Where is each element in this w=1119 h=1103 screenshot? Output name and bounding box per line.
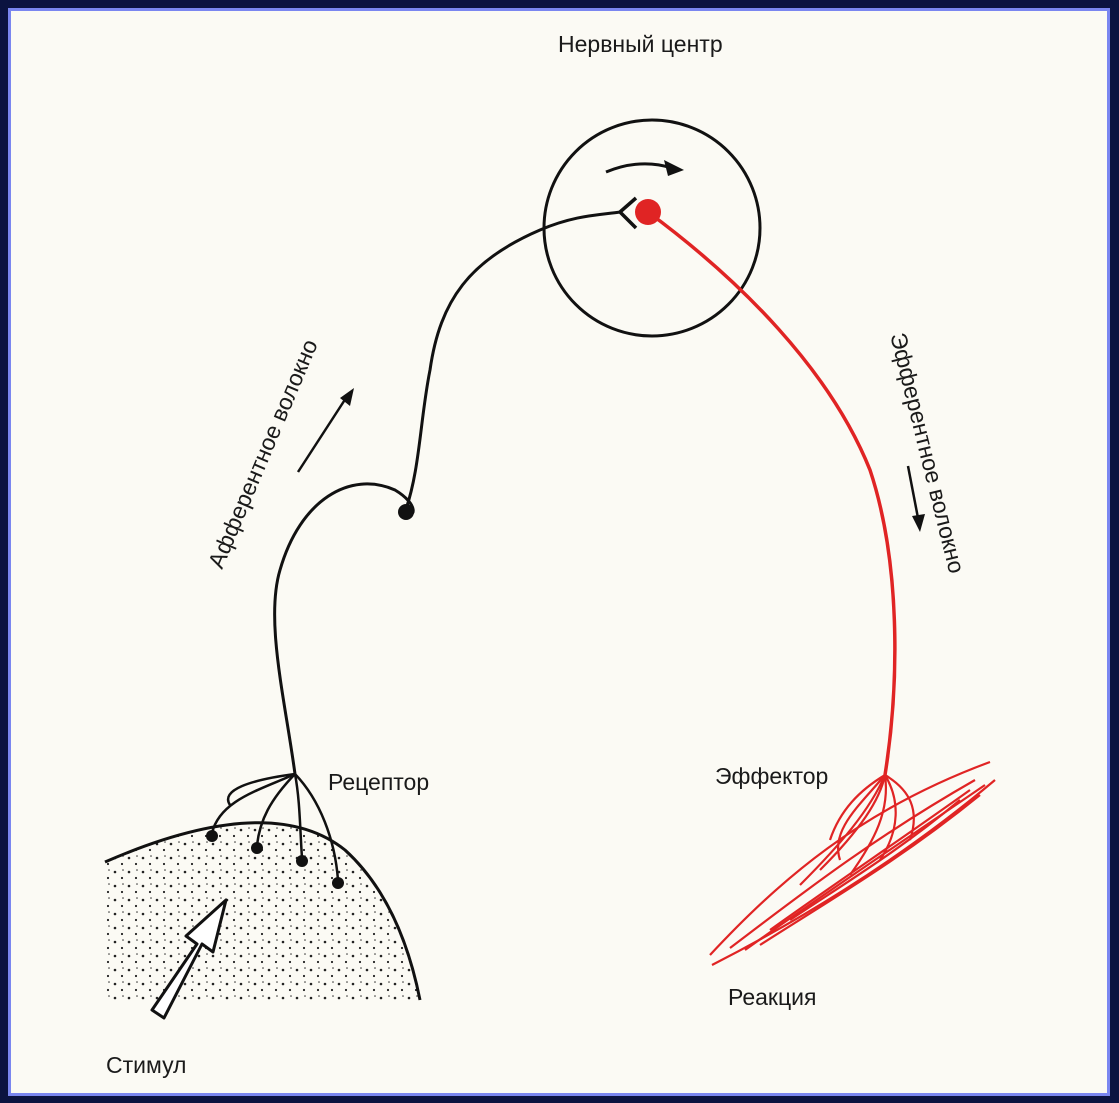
efferent-fiber-label: Эфферентное волокно [885,330,970,576]
stimulus-label: Стимул [106,1052,186,1078]
effector-label: Эффектор [715,763,828,789]
nerve-center-circle [544,120,760,336]
afferent-fiber-label: Афферентное волокно [203,335,323,572]
synapse-terminal [620,198,636,228]
nerve-center-label: Нервный центр [558,31,723,57]
efferent-fiber [648,212,895,775]
receptor-label: Рецептор [328,769,429,795]
motor-neuron-body [635,199,661,225]
effector-muscle [710,762,995,965]
ganglion-cell-body [398,504,414,520]
reaction-label: Реакция [728,984,816,1010]
afferent-direction-arrow-icon [298,388,354,472]
center-arrow-icon [606,160,684,176]
